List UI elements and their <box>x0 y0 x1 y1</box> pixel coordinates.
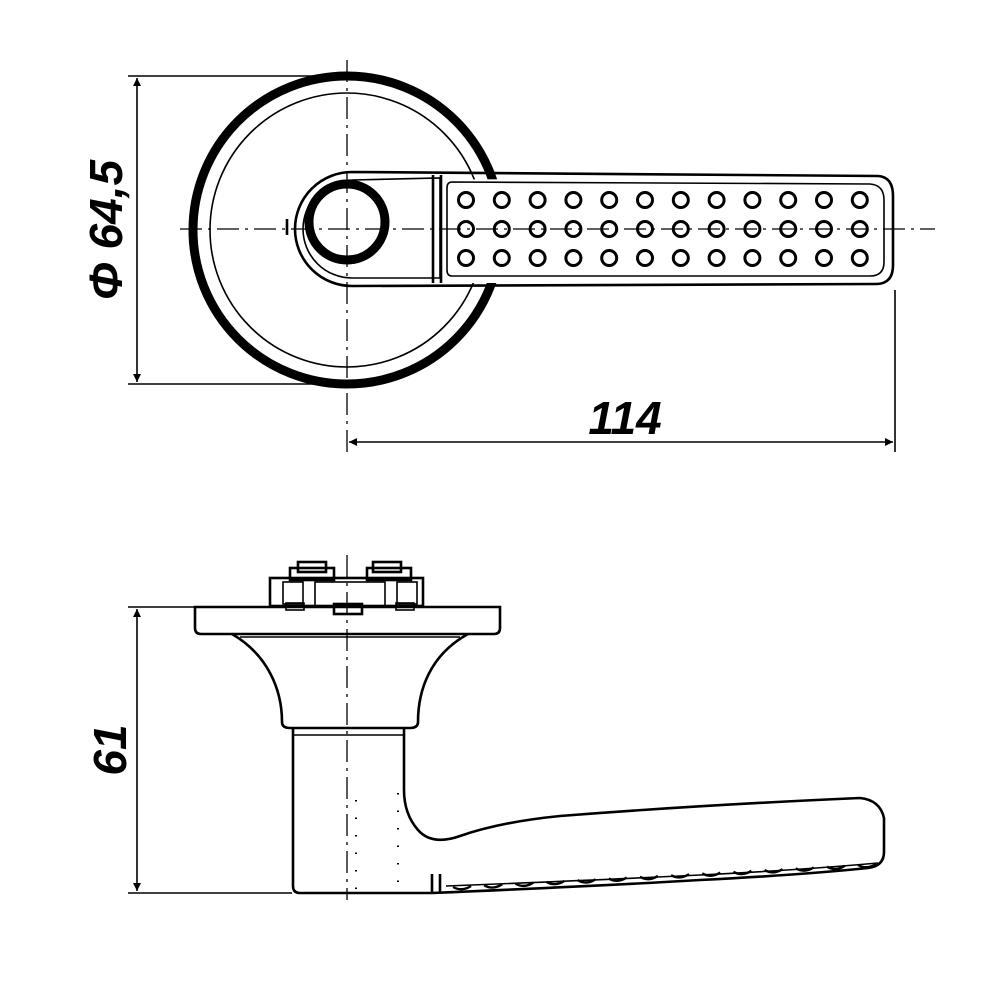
grip-dot <box>850 249 869 267</box>
groove-mark <box>514 881 534 888</box>
groove-marks <box>452 862 877 891</box>
groove-mark <box>577 878 597 884</box>
grip-dot <box>671 191 690 209</box>
grip-dot <box>564 249 583 267</box>
groove-mark <box>732 869 753 876</box>
grip-dot <box>850 191 869 209</box>
grip-dot <box>457 249 475 267</box>
groove-mark <box>857 862 877 869</box>
grip-dot <box>707 191 726 209</box>
grip-dot <box>492 249 511 267</box>
top-view <box>188 71 895 389</box>
groove-mark <box>763 868 784 874</box>
diameter-dimension: Φ 64,5 <box>80 75 355 385</box>
lever-side-outline <box>291 728 886 895</box>
height-label: 61 <box>84 724 136 775</box>
groove-mark <box>826 864 846 871</box>
groove-mark <box>608 876 628 882</box>
grip-dot <box>600 249 619 267</box>
grip-dot <box>671 249 690 267</box>
grip-dot <box>743 191 762 209</box>
groove-mark <box>483 883 503 889</box>
grip-dot <box>600 191 619 209</box>
grip-dot <box>815 191 833 209</box>
diameter-label: Φ 64,5 <box>80 159 132 301</box>
grip-panel-outline <box>446 181 885 277</box>
side-view <box>193 560 886 895</box>
grip-dot <box>528 191 547 209</box>
groove-mark <box>795 866 815 872</box>
height-dimension: 61 <box>84 606 292 894</box>
groove-mark <box>670 873 690 879</box>
grip-dot <box>779 249 798 267</box>
groove-mark <box>452 884 472 891</box>
grip-dot <box>779 191 798 209</box>
grip-dot <box>564 191 583 209</box>
grip-dot <box>636 191 654 209</box>
length-label: 114 <box>588 392 661 444</box>
grip-dot <box>636 249 654 267</box>
grip-dot <box>707 249 726 267</box>
grip-dot <box>457 191 475 209</box>
lever-body-outline <box>293 170 895 288</box>
groove-mark <box>701 871 721 877</box>
grip-dot <box>492 191 511 209</box>
grip-dot <box>743 249 762 267</box>
groove-mark <box>545 879 566 886</box>
grip-dot <box>815 249 833 267</box>
groove-mark <box>639 874 659 881</box>
rose-neck <box>231 632 469 730</box>
grip-dot <box>528 249 547 267</box>
base-plate <box>193 605 502 636</box>
length-dimension: 114 <box>349 290 896 452</box>
